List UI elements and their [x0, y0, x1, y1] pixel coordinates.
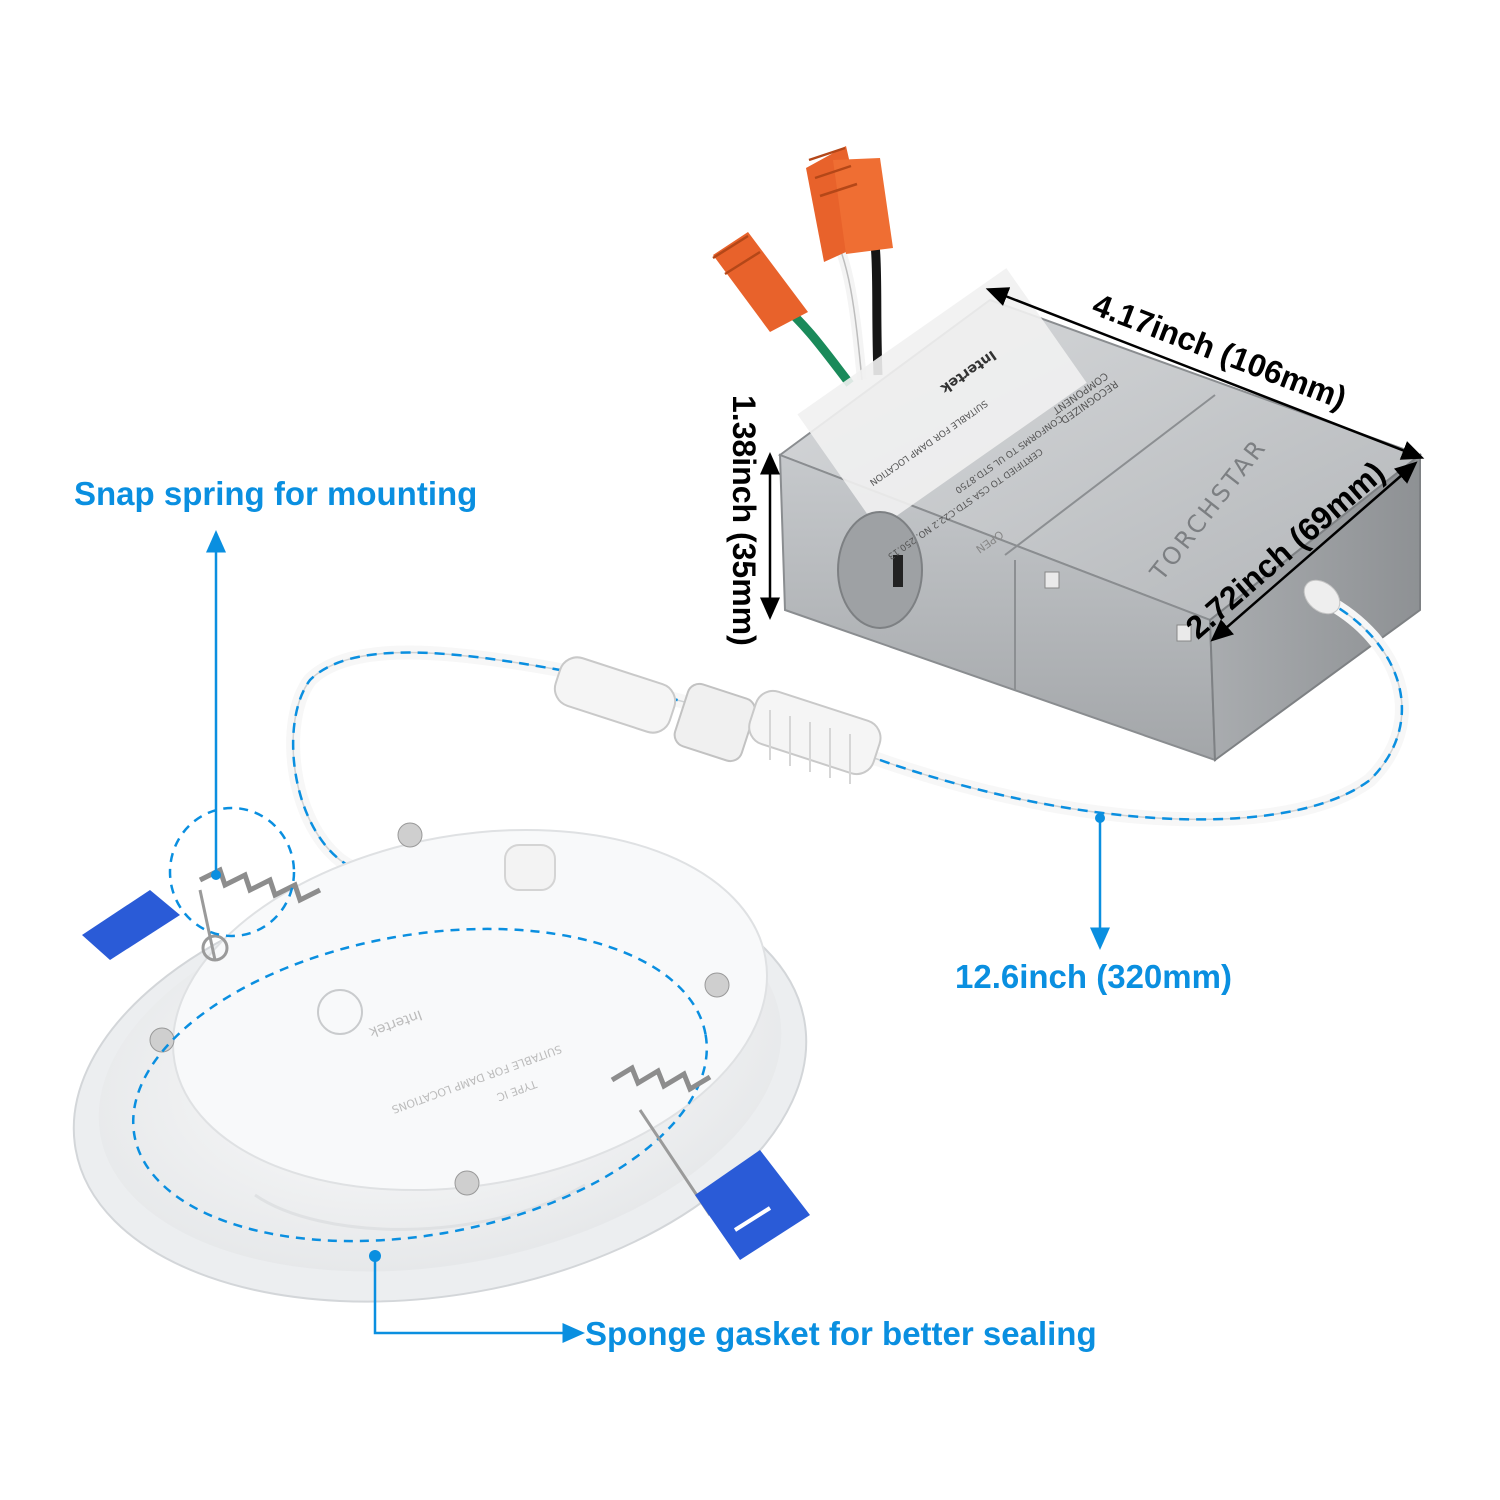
recessed-light: Intertek SUITABLE FOR DAMP LOCATIONS TYP… — [72, 822, 808, 1303]
box-height-dimension: 1.38inch (35mm) — [726, 395, 762, 646]
dimension-arrows — [760, 287, 1425, 642]
callout-leaders — [168, 530, 1110, 1343]
cable-length-callout: 12.6inch (320mm) — [955, 958, 1232, 995]
wire-nut-icon — [712, 146, 893, 332]
inline-connector — [553, 656, 882, 784]
gasket-callout: Sponge gasket for better sealing — [585, 1315, 1097, 1352]
snap-spring-callout: Snap spring for mounting — [74, 475, 478, 512]
mounting-clip — [82, 890, 810, 1260]
